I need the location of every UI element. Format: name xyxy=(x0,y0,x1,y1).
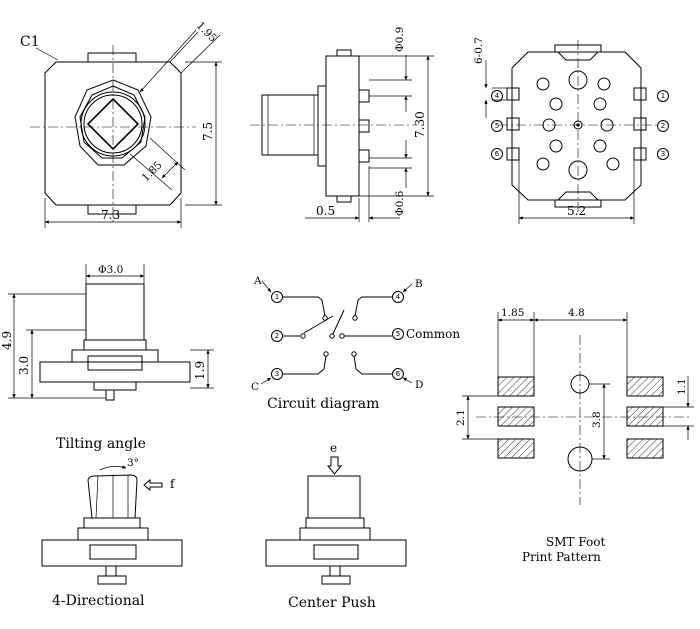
four-directional-label: 4-Directional xyxy=(52,593,145,609)
terminal-c: C xyxy=(251,381,259,393)
dim-center-fp: 3.8 xyxy=(591,411,603,428)
center-push-view: e Center Push xyxy=(265,441,407,611)
chamfer-label: C1 xyxy=(20,34,40,50)
dim-span: 4.8 xyxy=(568,307,585,319)
terminal-b: B xyxy=(415,278,423,290)
dim-hole-top: Φ0.9 xyxy=(394,27,406,52)
circuit-pin-6: 6 xyxy=(396,370,401,378)
top-view: C1 1.95 1.85 7.5 7.3 xyxy=(20,20,222,228)
circuit-title: Circuit diagram xyxy=(267,396,379,412)
dim-height-top: 7.5 xyxy=(201,122,215,141)
terminal-d: D xyxy=(415,379,423,391)
dim-base-side: 0.5 xyxy=(316,204,335,218)
dim-total-side: 7.30 xyxy=(413,111,427,138)
smt-footprint: 1.85 4.8 2.1 1.1 3.8 SMT Foot Print Patt… xyxy=(455,307,694,564)
dim-pad-width: 1.85 xyxy=(501,307,524,319)
force-e: e xyxy=(330,441,337,455)
pin-left-1: 4 xyxy=(495,92,500,100)
side-view: Φ0.9 7.30 Φ0.6 0.5 xyxy=(250,27,434,222)
pin-right-3: 3 xyxy=(661,150,665,158)
dim-pad-height: 1.1 xyxy=(676,378,688,395)
common-label: Common xyxy=(406,327,460,341)
pin-left-3: 6 xyxy=(495,150,500,158)
dim-knob-dia: Φ3.0 xyxy=(98,264,123,276)
dim-width-top: 7.3 xyxy=(101,208,120,222)
dim-hole-bottom: Φ0.6 xyxy=(394,190,406,216)
tilt-angle: 3° xyxy=(127,457,139,469)
dim-pitch-fp: 2.1 xyxy=(455,409,467,426)
tilting-title: Tilting angle xyxy=(56,436,146,452)
dim-body-front: 1.9 xyxy=(193,361,207,380)
center-push-label: Center Push xyxy=(288,595,376,611)
terminal-a: A xyxy=(253,275,262,287)
force-f: f xyxy=(170,477,176,491)
circuit-pin-2: 2 xyxy=(275,332,279,340)
pin-left-2: 5 xyxy=(495,122,499,130)
pin-right-1: 1 xyxy=(661,92,665,100)
four-directional-view: Tilting angle 3° f 4-Directional xyxy=(41,436,183,609)
footprint-title-2: Print Pattern xyxy=(522,550,601,564)
bottom-view: 4 5 6 1 2 3 6-0.7 5.2 xyxy=(473,37,669,224)
footprint-title-1: SMT Foot xyxy=(546,535,605,549)
circuit-pin-4: 4 xyxy=(396,293,401,301)
circuit-pin-1: 1 xyxy=(275,293,279,301)
front-view: Φ3.0 4.9 3.0 1.9 xyxy=(0,264,214,401)
dim-knob-front: 3.0 xyxy=(17,356,31,375)
dim-width-bottom: 5.2 xyxy=(567,204,586,218)
dim-total-front: 4.9 xyxy=(0,331,14,350)
circuit-diagram: 1 2 3 4 5 6 A B C D Common xyxy=(251,275,460,412)
circuit-pin-5: 5 xyxy=(396,330,400,338)
circuit-pin-3: 3 xyxy=(275,370,279,378)
pin-right-2: 2 xyxy=(661,122,665,130)
dim-pitch-bottom: 6-0.7 xyxy=(473,37,485,64)
